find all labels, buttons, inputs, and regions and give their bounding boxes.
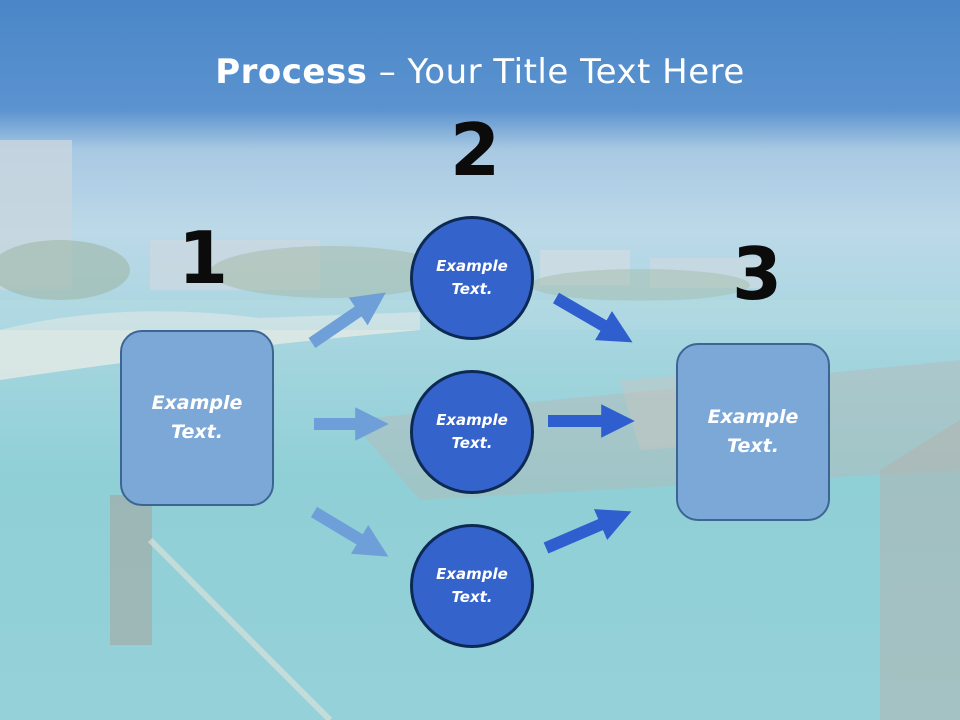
step-number-3: 3	[732, 232, 783, 316]
step-number-1: 1	[178, 216, 229, 300]
arrow-bottom-to-right	[543, 509, 632, 554]
left-step-label: Example Text.	[151, 392, 243, 443]
slide-title: Process – Your Title Text Here	[0, 52, 960, 92]
left-step-box: Example Text.	[120, 330, 274, 506]
bottom-circle: Example Text.	[410, 524, 534, 648]
step-number-2: 2	[450, 108, 501, 192]
arrow-left-to-top	[308, 292, 386, 348]
arrow-top-to-right	[552, 292, 633, 343]
title-bold: Process	[215, 52, 368, 92]
arrow-left-to-bottom	[310, 506, 389, 557]
right-step-label: Example Text.	[707, 406, 799, 457]
title-rest: – Your Title Text Here	[367, 52, 745, 92]
top-circle-label: Example Text.	[436, 257, 508, 298]
middle-circle-label: Example Text.	[436, 411, 508, 452]
top-circle: Example Text.	[410, 216, 534, 340]
right-step-box: Example Text.	[676, 343, 830, 521]
middle-circle: Example Text.	[410, 370, 534, 494]
bottom-circle-label: Example Text.	[436, 565, 508, 606]
